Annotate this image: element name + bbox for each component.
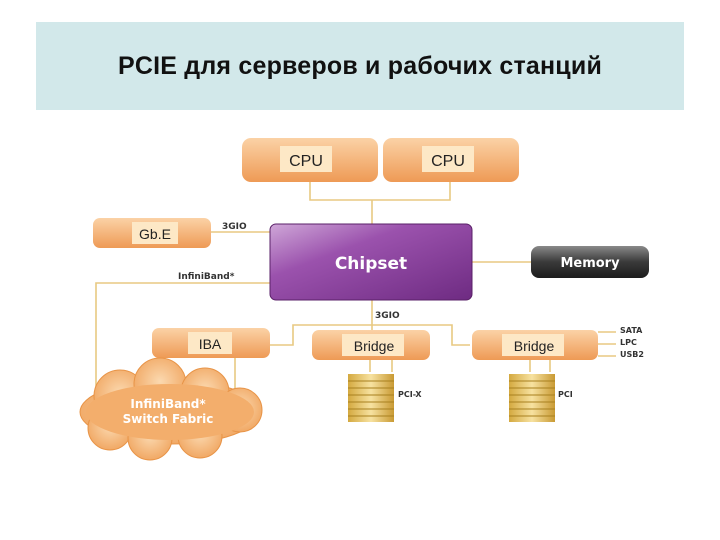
slot-left-stack [348,374,394,422]
io-lpc-label: LPC [620,338,637,347]
cloud-label-line1: InfiniBand* [130,397,206,411]
bridge-left-label: Bridge [354,338,395,354]
bridge-right-box: Bridge [472,330,598,360]
chipset-label: Chipset [335,254,407,274]
cpu-left-label: CPU [289,153,323,170]
infiniband-line [95,282,272,392]
memory-box: Memory [531,246,649,278]
io-usb-label: USB2 [620,350,644,359]
title-bar: PCIE для серверов и рабочих станций [36,22,684,110]
cpu-right-box: CPU [383,138,519,182]
infiniband-link-label: InfiniBand* [178,272,235,282]
gbe-link-label: 3GIO [222,222,247,232]
bus-link-label: 3GIO [375,311,400,321]
gbe-box: Gb.E [93,218,211,248]
switch-fabric-cloud: InfiniBand* Switch Fabric [79,357,263,461]
memory-label: Memory [560,256,620,271]
slot-right-stack [509,374,555,422]
cpu-right-label: CPU [431,153,465,170]
slot-left-label: PCI-X [398,390,422,399]
cpu-left-box: CPU [242,138,378,182]
io-sata-label: SATA [620,326,643,335]
bridge-left-box: Bridge [312,330,430,360]
slot-right-line [529,358,551,372]
cloud-label-line2: Switch Fabric [123,412,214,426]
slot-right-label: PCI [558,390,573,399]
iba-box: IBA [152,328,270,358]
gbe-label: Gb.E [139,226,171,242]
chipset-box: Chipset [269,223,473,301]
slot-left-line [369,358,393,372]
connector-lines [95,182,616,392]
page-title: PCIE для серверов и рабочих станций [117,51,603,80]
chipset-bus-line [270,300,373,346]
bus-to-bridges-line [372,324,470,346]
bridge-right-label: Bridge [514,338,555,354]
iba-label: IBA [199,336,222,352]
cpu-bus-line [309,182,451,201]
